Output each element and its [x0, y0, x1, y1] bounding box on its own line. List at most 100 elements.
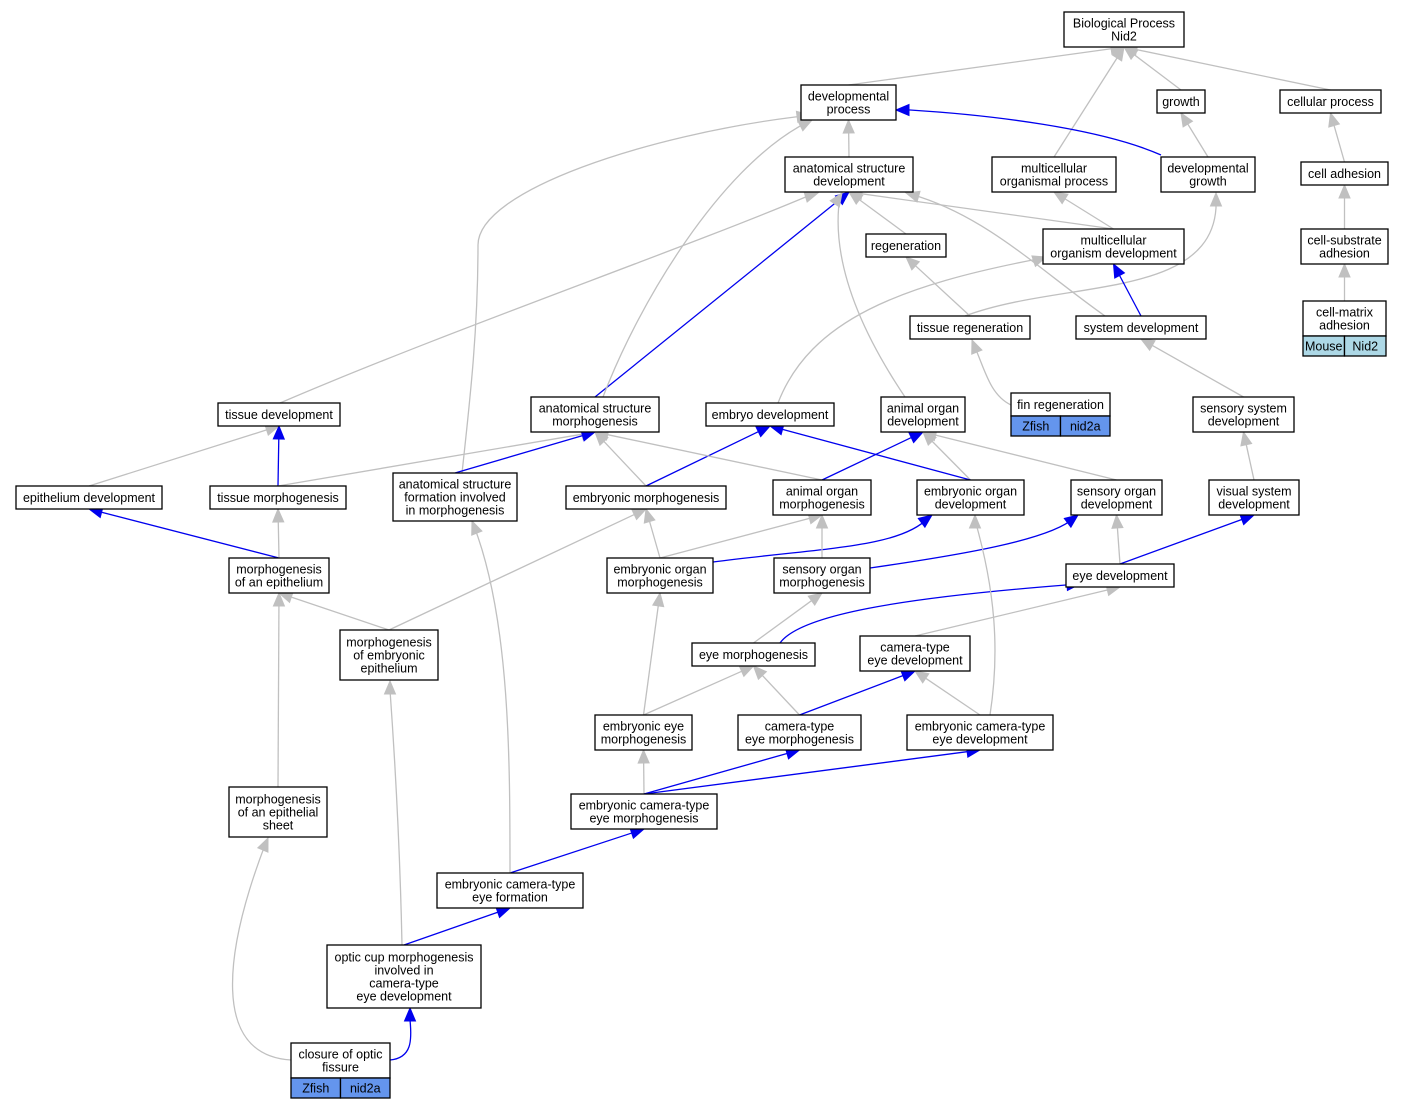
term-label-line: cell-matrix: [1316, 306, 1374, 320]
edge-cell_proc-to-bp: [1122, 43, 1331, 91]
edge-eye_morph-to-som: [753, 592, 824, 644]
term-label-line: growth: [1189, 175, 1227, 189]
term-label-line: morphogenesis: [236, 563, 321, 577]
term-label-line: animal organ: [786, 485, 858, 499]
term-label-line: tissue development: [225, 408, 333, 422]
edge-cof-to-moes: [231, 836, 292, 1061]
term-node-embryo_dev[interactable]: embryo development: [705, 402, 835, 427]
edge-cma-to-csa: [1338, 262, 1351, 301]
term-label-line: morphogenesis: [779, 576, 864, 590]
edge-tissue_morph-to-tissue_dev: [272, 424, 286, 487]
term-box: [290, 1042, 391, 1079]
term-box: [1156, 89, 1206, 114]
term-node-sys_dev[interactable]: system development: [1075, 315, 1207, 340]
term-node-tissue_dev[interactable]: tissue development: [217, 402, 341, 427]
gene-tag-label: Nid2: [1352, 340, 1378, 354]
term-label-line: development: [935, 498, 1007, 512]
term-box: [773, 557, 871, 594]
term-box: [606, 557, 714, 594]
term-box: [705, 402, 835, 427]
term-label-line: eye development: [1072, 569, 1168, 583]
term-box: [991, 156, 1117, 193]
term-label-line: optic cup morphogenesis: [335, 951, 474, 965]
species-tag-cell: [1059, 415, 1111, 437]
edge-tissue_dev-to-asd: [279, 190, 820, 404]
edge-ocm-to-moee: [383, 679, 403, 946]
edge-eom-to-emb_morph: [643, 507, 661, 559]
term-node-cell_proc[interactable]: cellular process: [1279, 89, 1382, 114]
term-box: [1208, 479, 1300, 516]
edge-emb_morph-to-asm: [594, 431, 647, 487]
term-label-line: camera-type: [369, 977, 439, 991]
term-node-epi_dev[interactable]: epithelium development: [15, 485, 163, 510]
term-box: [906, 714, 1054, 751]
term-label-line: embryonic camera-type: [579, 799, 710, 813]
term-label-line: adhesion: [1319, 247, 1370, 261]
term-label-line: development: [1218, 498, 1290, 512]
edge-cted-to-eye_dev: [914, 584, 1122, 637]
edge-ocm-to-ectef: [403, 906, 512, 946]
term-label-line: camera-type: [880, 641, 950, 655]
term-label-line: anatomical structure: [539, 402, 652, 416]
term-node-cell_adh[interactable]: cell adhesion: [1300, 161, 1389, 186]
term-node-growth[interactable]: growth: [1156, 89, 1206, 114]
edge-som-to-sod: [869, 514, 1080, 569]
gene-tag-label: nid2a: [350, 1082, 381, 1096]
term-label-line: organism development: [1050, 247, 1177, 261]
term-label-line: sensory organ: [1077, 485, 1156, 499]
term-label-line: sensory organ: [782, 563, 861, 577]
edge-asm-to-dev_proc: [602, 119, 814, 398]
term-label-line: fin regeneration: [1017, 398, 1104, 412]
term-box: [436, 872, 584, 909]
term-node-eye_dev[interactable]: eye development: [1065, 563, 1175, 588]
term-node-tissue_regen[interactable]: tissue regeneration: [909, 315, 1031, 340]
term-box: [800, 84, 897, 121]
term-label-line: eye development: [867, 654, 963, 668]
term-box: [565, 485, 727, 510]
term-box: [772, 479, 872, 516]
term-box: [1042, 228, 1185, 265]
term-label-line: eye morphogenesis: [589, 812, 698, 826]
term-label-line: of an epithelial: [238, 806, 319, 820]
term-node-tissue_morph[interactable]: tissue morphogenesis: [209, 485, 347, 510]
edge-layer: [87, 42, 1351, 1061]
term-node-regen[interactable]: regeneration: [865, 233, 947, 258]
term-label-line: cellular process: [1287, 95, 1374, 109]
term-box: [530, 396, 660, 433]
term-node-emb_morph[interactable]: embryonic morphogenesis: [565, 485, 727, 510]
term-label-line: morphogenesis: [346, 636, 431, 650]
term-node-eye_morph[interactable]: eye morphogenesis: [691, 642, 816, 667]
gene-tag-label: nid2a: [1070, 420, 1101, 434]
edge-moes-to-moe: [272, 591, 286, 788]
